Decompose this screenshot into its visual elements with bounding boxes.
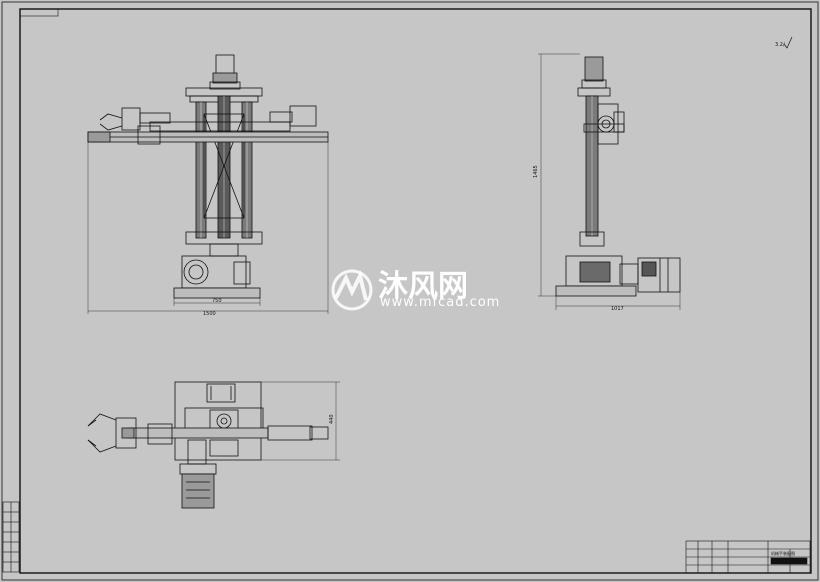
watermark-url: www.mfcad.com (380, 295, 500, 310)
watermark-brand: 沐风网 (378, 269, 468, 304)
front-dim-inner: 750 (212, 298, 222, 304)
left-binding-strip (2, 501, 20, 573)
title-block-label: 机械手装配图 (771, 550, 795, 556)
top-dim-height: 440 (329, 414, 335, 424)
mfcad-logo-icon (331, 269, 373, 311)
title-block (685, 540, 811, 574)
watermark: 沐风网 www.mfcad.com (331, 269, 500, 311)
side-dim-height: 1465 (533, 165, 539, 178)
side-view (538, 53, 681, 310)
corner-tag-box (19, 8, 59, 17)
inner-frame (19, 8, 812, 574)
side-dim-width: 1017 (611, 306, 624, 312)
front-view (87, 54, 329, 314)
front-dim-total: 1500 (203, 311, 216, 317)
top-view (87, 381, 340, 509)
roughness-symbol: 3.2/ (775, 36, 793, 49)
roughness-text: 3.2/ (775, 42, 785, 48)
